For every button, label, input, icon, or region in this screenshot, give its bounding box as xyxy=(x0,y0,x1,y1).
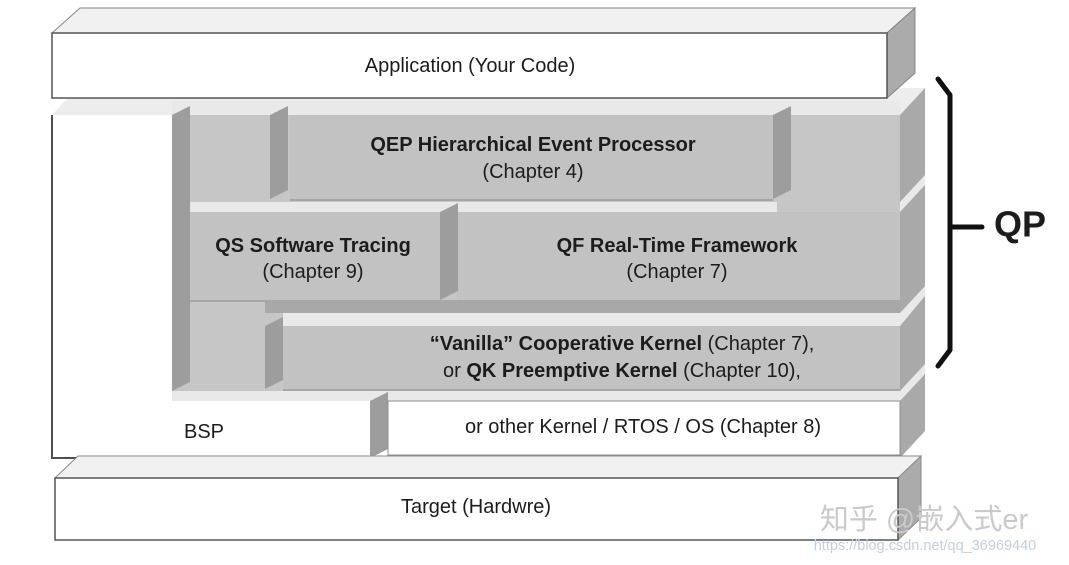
bsp-label: BSP xyxy=(184,421,224,443)
other-kernel-label: or other Kernel / RTOS / OS (Chapter 8) xyxy=(465,416,821,438)
qf-title: QF Real-Time Framework xyxy=(557,235,799,257)
kernel-line1-rest: (Chapter 7), xyxy=(702,333,814,355)
kernel-line2: or QK Preemptive Kernel (Chapter 10), xyxy=(443,360,801,382)
qep-title: QEP Hierarchical Event Processor xyxy=(370,134,696,156)
kernel-box xyxy=(283,326,900,389)
row3-top-highlight xyxy=(283,313,900,326)
row4-top-highlight xyxy=(172,391,900,401)
qs-title: QS Software Tracing xyxy=(215,235,411,257)
watermark-url: https://blog.csdn.net/qq_36969440 xyxy=(814,538,1037,554)
other-kernel-front-face xyxy=(387,400,901,456)
target-bar-block xyxy=(53,454,923,542)
target-bar-front-face xyxy=(54,477,899,541)
application-bar-block xyxy=(50,6,917,100)
watermark-zhihu: 知乎 @嵌入式er xyxy=(820,503,1029,536)
bsp-right-shade xyxy=(370,392,388,458)
qep-box xyxy=(290,115,773,199)
kernel-line2-prefix: or xyxy=(443,360,466,382)
qf-chapter: (Chapter 7) xyxy=(626,261,727,283)
left-column-side-shade xyxy=(172,106,190,391)
kernel-line1: “Vanilla” Cooperative Kernel (Chapter 7)… xyxy=(430,333,815,355)
other-kernel-right-face xyxy=(900,379,922,455)
kernel-line2-bold: QK Preemptive Kernel xyxy=(466,360,677,382)
qep-chapter: (Chapter 4) xyxy=(482,161,583,183)
qs-right-shade xyxy=(440,203,458,300)
qep-left-shade xyxy=(270,106,288,199)
target-bar-top-face xyxy=(53,455,923,479)
target-label: Target (Hardwre) xyxy=(401,496,551,518)
application-bar-front-face xyxy=(51,32,888,99)
right-face-notch-1 xyxy=(900,175,925,212)
middle-layer-right-face xyxy=(900,88,925,458)
kernel-line1-bold: “Vanilla” Cooperative Kernel xyxy=(430,333,702,355)
qs-box-bottom-edge xyxy=(188,300,265,302)
kernel-line2-rest: (Chapter 10), xyxy=(678,360,801,382)
kernel-box-bottom-edge xyxy=(283,389,900,391)
qs-box xyxy=(188,212,440,300)
qep-box-bottom-edge xyxy=(290,199,773,201)
qs-chapter: (Chapter 9) xyxy=(262,261,363,283)
right-face-notch-2 xyxy=(900,286,925,326)
application-bar-top-face xyxy=(50,7,917,34)
qp-bracket xyxy=(935,76,985,369)
row3-shadow-band xyxy=(265,300,900,313)
qep-right-shade xyxy=(773,106,791,199)
row2-top-highlight xyxy=(172,202,777,212)
panel-top-highlight xyxy=(172,101,900,115)
application-label: Application (Your Code) xyxy=(365,55,576,77)
kernel-left-shade xyxy=(265,317,283,389)
qf-box xyxy=(457,212,900,300)
qp-label: QP xyxy=(994,204,1046,245)
other-kernel-block xyxy=(387,379,922,456)
right-face-notch-3 xyxy=(900,364,925,401)
